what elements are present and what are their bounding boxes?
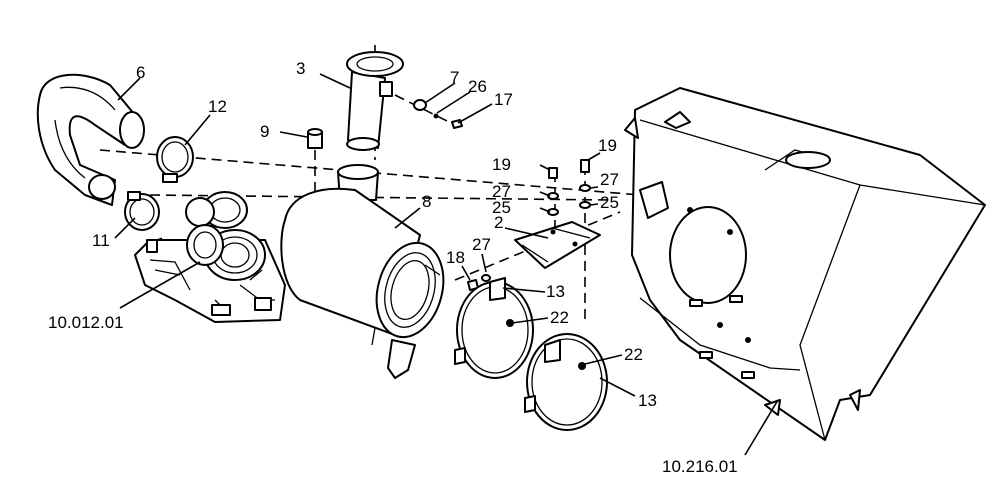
label-part-25-right: 25 (600, 193, 619, 212)
hose-clamp-lower (124, 191, 160, 231)
label-part-3: 3 (296, 59, 305, 78)
label-part-11: 11 (92, 231, 110, 250)
label-part-27-left: 27 (492, 182, 511, 201)
mounting-band-lower (524, 333, 608, 431)
label-part-12: 12 (208, 97, 227, 116)
label-part-26: 26 (468, 77, 487, 96)
hose-clamp-upper (156, 136, 194, 183)
mounting-band-upper (454, 277, 534, 379)
inlet-stack (346, 51, 404, 151)
label-ref-hood: 10.216.01 (662, 457, 738, 476)
label-ref-engine: 10.012.01 (48, 313, 124, 332)
label-part-22-upper: 22 (550, 308, 569, 327)
label-part-25-left: 25 (492, 198, 511, 217)
intake-hose (36, 73, 145, 206)
label-part-22-lower: 22 (624, 345, 643, 364)
label-part-13-upper: 13 (546, 282, 565, 301)
label-part-2: 2 (494, 213, 503, 232)
leader-lines (114, 73, 779, 456)
hood-panel (624, 87, 986, 441)
label-part-17: 17 (494, 90, 513, 109)
engine-turbo-assembly (134, 191, 286, 323)
label-part-8: 8 (422, 192, 431, 211)
label-part-7: 7 (450, 68, 459, 87)
label-part-19-right: 19 (598, 136, 617, 155)
air-cleaner-housing (280, 164, 445, 379)
label-part-27-lower: 27 (472, 235, 491, 254)
label-part-19-left: 19 (492, 155, 511, 174)
label-part-6: 6 (136, 63, 145, 82)
short-sleeve (307, 128, 323, 149)
fastener-set-top (413, 99, 463, 129)
label-part-9: 9 (260, 122, 269, 141)
label-part-27-right: 27 (600, 170, 619, 189)
mounting-plate (514, 221, 601, 269)
label-part-18: 18 (446, 248, 465, 267)
label-part-13-lower: 13 (638, 391, 657, 410)
callout-labels: 6 3 7 26 17 12 9 19 19 27 27 25 25 2 8 1… (48, 59, 738, 476)
fastener-stack-left (547, 167, 559, 216)
